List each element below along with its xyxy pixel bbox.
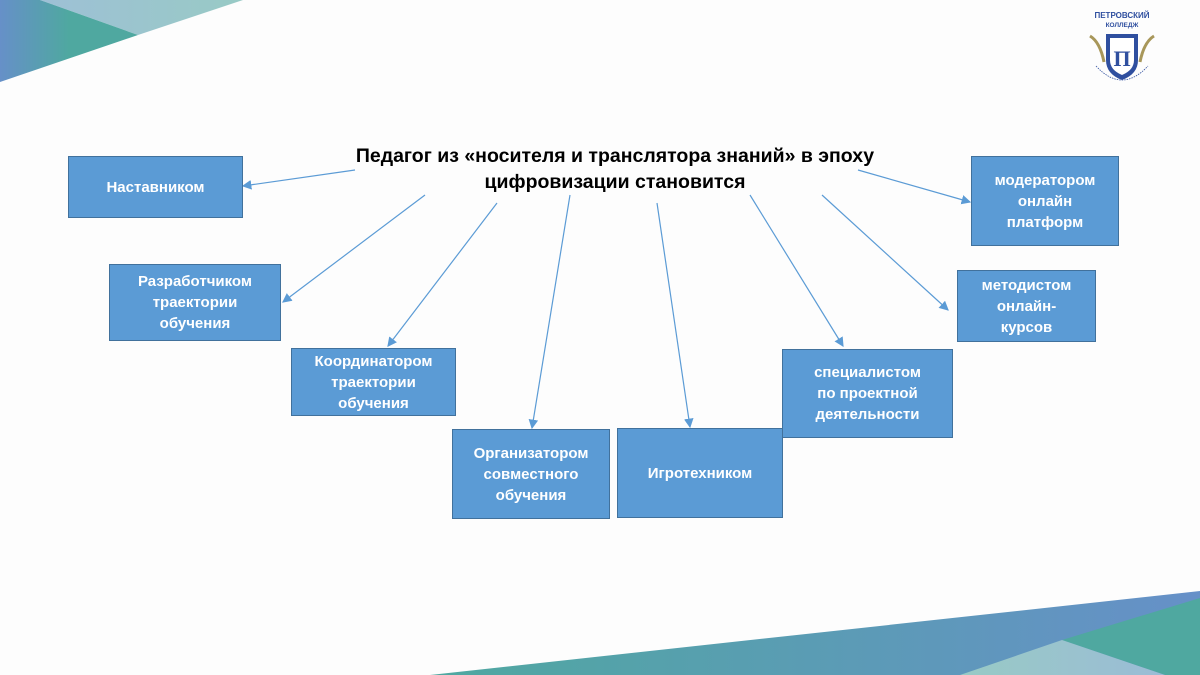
college-logo: ПЕТРОВСКИЙ КОЛЛЕДЖ П	[1089, 11, 1155, 81]
box-project: специалистом по проектной деятельности	[782, 349, 953, 438]
bottom-teal	[1062, 598, 1200, 675]
box-moderator: модератором онлайн платформ	[971, 156, 1119, 246]
svg-text:П: П	[1113, 46, 1130, 71]
arrow-developer	[282, 194, 426, 303]
arrow-project	[749, 194, 844, 348]
box-methodist: методистом онлайн- курсов	[957, 270, 1096, 342]
svg-text:ПЕТРОВСКИЙ: ПЕТРОВСКИЙ	[1094, 11, 1149, 20]
arrow-mentor	[241, 169, 356, 190]
bottom-band	[430, 591, 1200, 675]
box-mentor: Наставником	[68, 156, 243, 218]
box-developer: Разработчиком траектории обучения	[109, 264, 281, 341]
box-organizer: Организатором совместного обучения	[452, 429, 610, 519]
bottom-light	[960, 640, 1165, 675]
svg-text:КОЛЛЕДЖ: КОЛЛЕДЖ	[1106, 22, 1139, 29]
arrow-methodist	[821, 194, 949, 311]
diagram-title: Педагог из «носителя и транслятора знани…	[355, 145, 875, 193]
arrow-moderator	[857, 169, 972, 205]
box-coordinator: Координатором траектории обучения	[291, 348, 456, 416]
box-gametech: Игротехником	[617, 428, 783, 518]
corner-shape-dark	[0, 0, 138, 82]
corner-shape-light	[40, 0, 243, 35]
arrow-coordinator	[387, 202, 498, 347]
arrow-gametech	[656, 202, 694, 429]
arrow-organizer	[528, 194, 571, 430]
